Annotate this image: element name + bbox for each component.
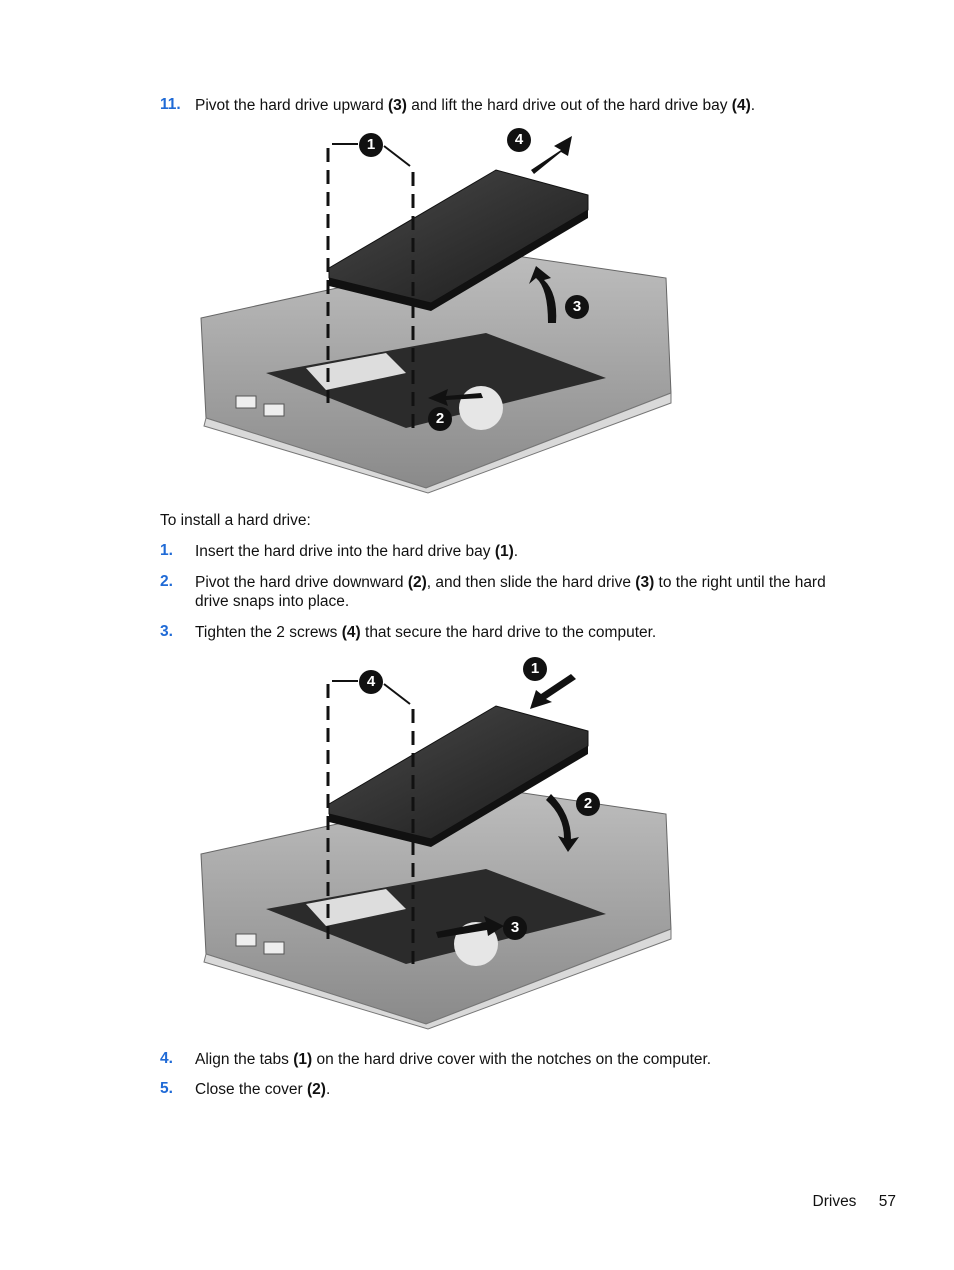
step-text: Pivot the hard drive upward (3) and lift… [195,97,756,114]
step-number: 4. [160,1050,173,1067]
step-11: 11. Pivot the hard drive upward (3) and … [160,96,860,115]
callout-2: 2 [576,792,600,816]
figure-install-hard-drive: 4 1 2 3 [196,654,676,1030]
install-intro: To install a hard drive: [160,512,311,529]
step-text: Close the cover (2). [195,1081,331,1098]
step-number: 3. [160,623,173,640]
callout-4: 4 [359,670,383,694]
callout-4: 4 [507,128,531,152]
step-text: Tighten the 2 screws (4) that secure the… [195,624,657,641]
footer-section: Drives [812,1193,857,1210]
callout-3: 3 [503,916,527,940]
step-3: 3. Tighten the 2 screws (4) that secure … [160,623,860,642]
page-number: 57 [878,1193,896,1210]
step-text: Insert the hard drive into the hard driv… [195,543,519,560]
page-footer: Drives 57 [813,1193,896,1211]
callout-1: 1 [523,657,547,681]
callout-2: 2 [428,407,452,431]
figure-remove-hard-drive: 1 2 3 4 [196,128,676,494]
callout-1: 1 [359,133,383,157]
figure-1-illustration [200,136,672,494]
callout-3: 3 [565,295,589,319]
step-number: 1. [160,542,173,559]
step-number: 2. [160,573,173,590]
step-number: 5. [160,1080,173,1097]
step-1: 1. Insert the hard drive into the hard d… [160,542,860,561]
step-text: Align the tabs (1) on the hard drive cov… [195,1051,712,1068]
figure-2-illustration [200,674,672,1030]
step-5: 5. Close the cover (2). [160,1080,860,1099]
step-text: Pivot the hard drive downward (2), and t… [195,574,826,610]
step-4: 4. Align the tabs (1) on the hard drive … [160,1050,860,1069]
step-2: 2. Pivot the hard drive downward (2), an… [160,573,860,611]
step-number: 11. [160,96,181,113]
